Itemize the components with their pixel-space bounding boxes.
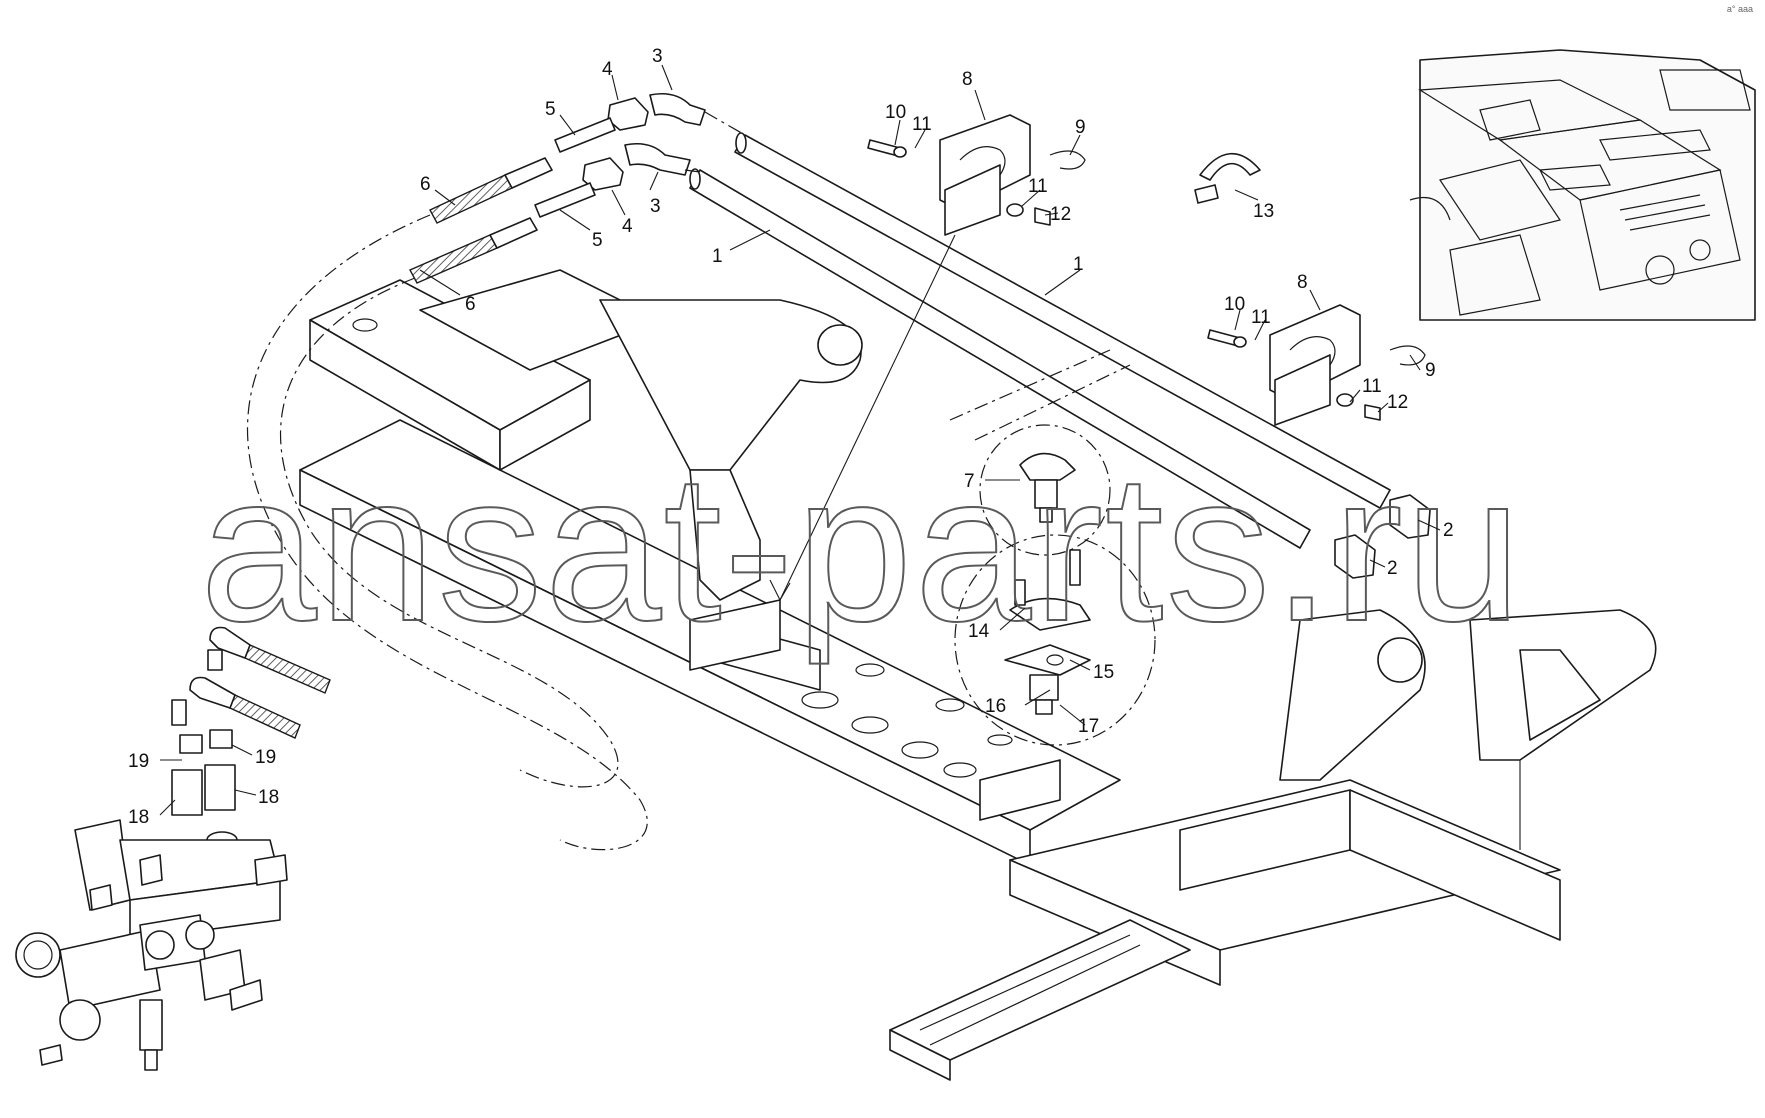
clamp-bracket-upper xyxy=(939,114,1031,236)
hose-tail-lower xyxy=(534,182,596,218)
callout-6-lower: 6 xyxy=(465,294,476,315)
callout-2-right: 2 xyxy=(1443,520,1454,541)
elbow-lower xyxy=(624,142,691,176)
callout-12-lower: 12 xyxy=(1387,392,1408,413)
callout-18-right: 18 xyxy=(258,787,279,808)
mount-bracket-left xyxy=(689,599,781,671)
hose-upper xyxy=(429,174,513,224)
callout-5-upper: 5 xyxy=(545,99,556,120)
callout-14: 14 xyxy=(968,621,990,642)
left-arm xyxy=(599,299,862,471)
callout-15: 15 xyxy=(1093,662,1114,683)
callout-4-lower: 4 xyxy=(622,216,633,237)
hose-tail-upper xyxy=(554,117,616,153)
valve-7 xyxy=(1019,452,1076,523)
callout-5-lower: 5 xyxy=(592,230,603,251)
callout-10-upper: 10 xyxy=(885,102,906,123)
callout-19-left: 19 xyxy=(128,751,149,772)
callout-9-lower: 9 xyxy=(1425,360,1436,381)
lower-step xyxy=(889,919,1191,1061)
coupler-lower xyxy=(582,157,624,191)
bolt-set-lower xyxy=(1207,329,1426,421)
callout-11-upper: 11 xyxy=(912,114,932,135)
callout-18-left: 18 xyxy=(128,807,149,828)
frame-assembly xyxy=(299,269,1657,1081)
elbow-upper xyxy=(649,92,706,126)
mount-bracket-mid xyxy=(979,759,1061,821)
cap-lower xyxy=(1334,534,1376,579)
hose-route-inner xyxy=(280,277,619,788)
callout-leaders xyxy=(159,64,1521,850)
watermark-text: ansat-parts.ru xyxy=(200,430,1524,665)
callout-16: 16 xyxy=(985,696,1006,717)
callout-10-lower: 10 xyxy=(1224,294,1245,315)
callout-2-left: 2 xyxy=(1387,558,1398,579)
corner-mark: a° aaa xyxy=(1726,4,1753,14)
callout-17: 17 xyxy=(1078,716,1099,737)
callout-8-upper: 8 xyxy=(962,69,973,90)
callout-8-lower: 8 xyxy=(1297,272,1308,293)
detail-circle-14-17 xyxy=(954,534,1156,746)
inset-overview xyxy=(1400,48,1760,328)
callout-11-lower: 11 xyxy=(1251,307,1271,328)
tube-lower xyxy=(689,168,1311,549)
hose-route-outer xyxy=(246,214,648,851)
callout-13: 13 xyxy=(1253,201,1274,222)
hose-lower xyxy=(409,234,498,284)
callout-1-right: 1 xyxy=(1073,254,1084,275)
cap-upper xyxy=(1389,494,1431,539)
callout-3-upper: 3 xyxy=(652,46,663,67)
callout-11-lower-b: 11 xyxy=(1362,376,1382,397)
callout-1-left: 1 xyxy=(712,246,723,267)
callout-9-upper: 9 xyxy=(1075,117,1086,138)
valve-assembly-14-17 xyxy=(1004,549,1091,715)
coupler-upper xyxy=(607,97,649,131)
clip-13 xyxy=(1199,152,1261,181)
control-valve-block xyxy=(15,819,288,1071)
clamp-bracket-lower xyxy=(1269,304,1361,426)
callout-6-upper: 6 xyxy=(420,174,431,195)
callout-3-lower: 3 xyxy=(650,196,661,217)
tube-upper xyxy=(734,132,1391,509)
callout-4-upper: 4 xyxy=(602,59,613,80)
callout-11-upper-b: 11 xyxy=(1028,176,1048,197)
callout-labels: 3 4 5 6 3 4 5 6 1 1 8 10 11 9 11 12 13 8… xyxy=(128,46,1454,828)
bolt-set-upper xyxy=(867,139,1086,226)
callout-12-upper: 12 xyxy=(1050,204,1071,225)
callout-7: 7 xyxy=(964,471,975,492)
detail-circle-7 xyxy=(979,424,1111,556)
callout-19-right: 19 xyxy=(255,747,276,768)
